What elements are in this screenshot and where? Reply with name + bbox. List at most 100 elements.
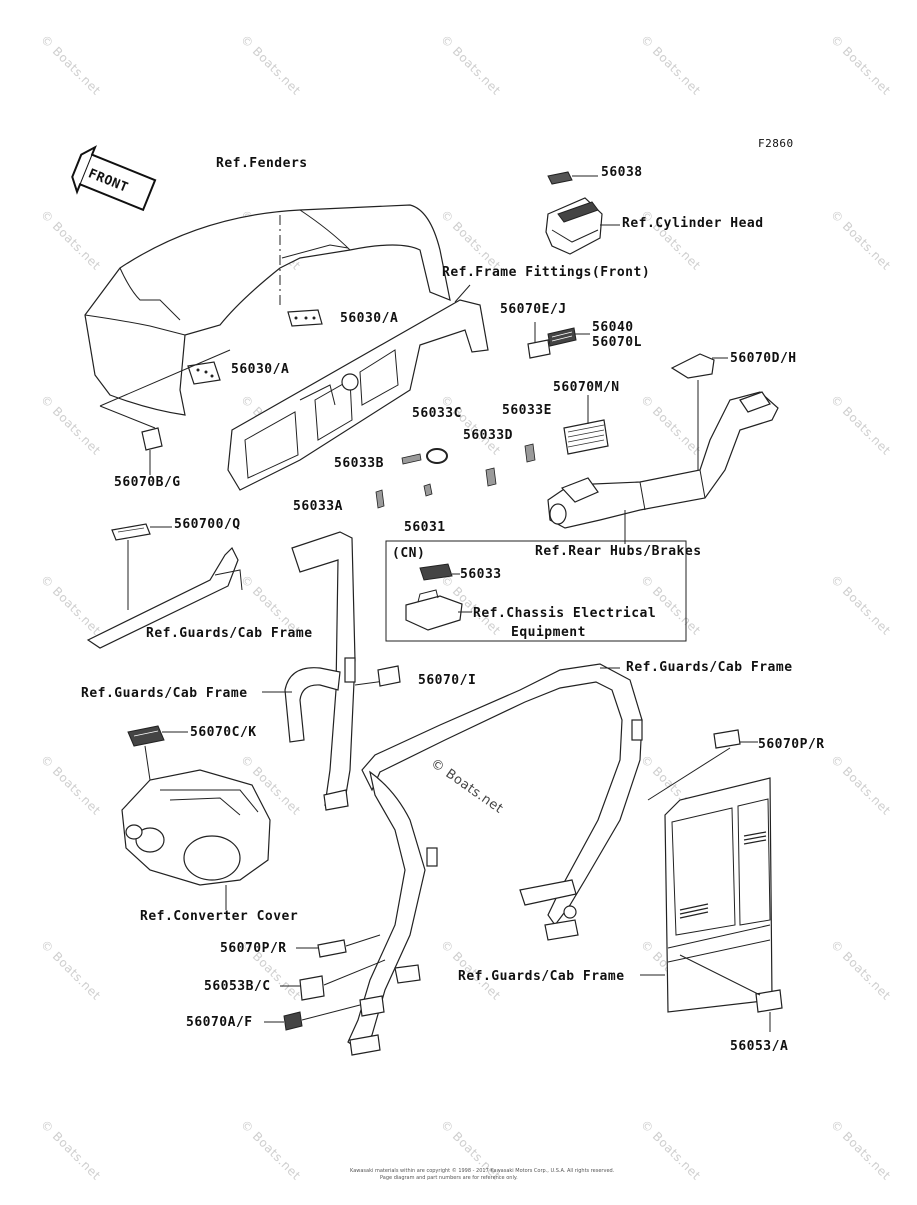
callout-56030a-lower: 56030/A bbox=[231, 362, 289, 377]
callout-56033d: 56033D bbox=[463, 428, 513, 443]
watermark: © Boats.net bbox=[638, 1117, 704, 1183]
callout-56033c: 56033C bbox=[412, 406, 462, 421]
figure-code: F2860 bbox=[758, 137, 794, 150]
watermark: © Boats.net bbox=[38, 32, 104, 98]
decal-56033-cn bbox=[419, 563, 453, 581]
watermark: © Boats.net bbox=[828, 937, 894, 1003]
callout-56070bg: 56070B/G bbox=[114, 475, 181, 490]
callout-56070ej: 56070E/J bbox=[500, 302, 567, 317]
callout-56033a: 56033A bbox=[293, 499, 343, 514]
ref-cylinder-head-label: Ref.Cylinder Head bbox=[622, 216, 764, 231]
watermark: © Boats.net bbox=[38, 392, 104, 458]
callout-56070l: 56070L bbox=[592, 335, 642, 350]
callout-56070pr-upper: 56070P/R bbox=[758, 737, 825, 752]
callout-56070mn: 56070M/N bbox=[553, 380, 620, 395]
watermark: © Boats.net bbox=[828, 207, 894, 273]
callout-560700q: 560700/Q bbox=[174, 517, 241, 532]
decal-56030a-upper bbox=[287, 309, 323, 327]
watermark: © Boats.net bbox=[238, 1117, 304, 1183]
watermark: © Boats.net bbox=[238, 32, 304, 98]
decal-56030a-lower bbox=[187, 361, 221, 385]
watermark: © Boats.net bbox=[828, 1117, 894, 1183]
callout-labels: Ref.Fenders 56038 Ref.Cylinder Head Ref.… bbox=[81, 156, 825, 1054]
ref-chassis-electrical-label-2: Equipment bbox=[511, 625, 586, 640]
callout-56070pr-lower: 56070P/R bbox=[220, 941, 287, 956]
watermark: © Boats.net bbox=[438, 392, 504, 458]
decal-56070mn bbox=[563, 419, 609, 455]
center-watermark-text: © Boats.net bbox=[428, 756, 506, 817]
callout-56070dh: 56070D/H bbox=[730, 351, 797, 366]
ref-guards-cab-frame-label-4: Ref.Guards/Cab Frame bbox=[458, 969, 625, 984]
decal-56070pr-lower bbox=[317, 939, 347, 958]
decal-56053bc bbox=[299, 975, 325, 1001]
callout-56030a-upper: 56030/A bbox=[340, 311, 398, 326]
guard-bracket-illustration bbox=[86, 546, 243, 649]
ref-frame-fittings-label: Ref.Frame Fittings(Front) bbox=[442, 265, 650, 280]
decal-56040 bbox=[547, 327, 577, 347]
decal-56070dh bbox=[670, 353, 715, 379]
label-56033b bbox=[401, 453, 422, 465]
callout-56070ck: 56070C/K bbox=[190, 725, 257, 740]
converter-cover-illustration bbox=[121, 769, 271, 886]
callout-56053bc: 56053B/C bbox=[204, 979, 271, 994]
callout-56053a: 56053/A bbox=[730, 1039, 788, 1054]
roll-bar-illustration bbox=[347, 663, 643, 1056]
callout-56033b: 56033B bbox=[334, 456, 384, 471]
decal-560700q bbox=[111, 523, 151, 541]
watermark: © Boats.net bbox=[638, 572, 704, 638]
label-56033e bbox=[524, 443, 536, 463]
rear-hubs-illustration bbox=[547, 380, 779, 529]
ref-fenders-label: Ref.Fenders bbox=[216, 156, 308, 171]
watermark: © Boats.net bbox=[38, 752, 104, 818]
label-56031 bbox=[423, 483, 433, 497]
watermark: © Boats.net bbox=[438, 207, 504, 273]
cn-region-label: (CN) bbox=[392, 546, 425, 561]
decal-56070af bbox=[283, 1011, 303, 1031]
callout-56040: 56040 bbox=[592, 320, 634, 335]
watermark: © Boats.net bbox=[828, 32, 894, 98]
label-56033d bbox=[485, 467, 497, 487]
label-56033a bbox=[375, 489, 385, 509]
cn-inset-box bbox=[385, 540, 687, 642]
callout-56031: 56031 bbox=[404, 520, 446, 535]
watermark: © Boats.net bbox=[638, 392, 704, 458]
ref-guards-cab-frame-label-1: Ref.Guards/Cab Frame bbox=[146, 626, 313, 641]
decal-56070i bbox=[377, 665, 401, 687]
ref-converter-cover-label: Ref.Converter Cover bbox=[140, 909, 298, 924]
watermark: © Boats.net bbox=[438, 32, 504, 98]
decal-56038 bbox=[547, 171, 573, 185]
watermark: © Boats.net bbox=[38, 1117, 104, 1183]
fender-illustration bbox=[84, 204, 451, 416]
label-56033c-ring bbox=[426, 448, 448, 464]
cab-panel-illustration bbox=[664, 777, 773, 1013]
watermark: © Boats.net bbox=[638, 32, 704, 98]
center-watermark: © Boats.net bbox=[428, 756, 506, 817]
callout-56070af: 56070A/F bbox=[186, 1015, 253, 1030]
decal-56070pr-upper bbox=[713, 729, 741, 749]
callout-56033: 56033 bbox=[460, 567, 502, 582]
ref-chassis-electrical-label: Ref.Chassis Electrical bbox=[473, 606, 656, 621]
watermark: © Boats.net bbox=[38, 937, 104, 1003]
decal-56070ck bbox=[127, 725, 165, 747]
callout-56070i: 56070/I bbox=[418, 673, 476, 688]
copyright-footer: Kawasaki materials within are copyright … bbox=[350, 1167, 615, 1174]
ref-rear-hubs-label: Ref.Rear Hubs/Brakes bbox=[535, 544, 702, 559]
decal-56070ej bbox=[527, 339, 551, 359]
watermark: © Boats.net bbox=[828, 752, 894, 818]
callout-56033e: 56033E bbox=[502, 403, 552, 418]
decal-56070bg bbox=[141, 427, 163, 451]
ref-guards-cab-frame-label-2: Ref.Guards/Cab Frame bbox=[626, 660, 793, 675]
vent-grille bbox=[679, 831, 767, 919]
callout-56038: 56038 bbox=[601, 165, 643, 180]
watermark: © Boats.net bbox=[38, 207, 104, 273]
ref-guards-cab-frame-label-3: Ref.Guards/Cab Frame bbox=[81, 686, 248, 701]
watermark: © Boats.net bbox=[38, 572, 104, 638]
watermark: © Boats.net bbox=[828, 392, 894, 458]
front-arrow-icon: FRONT bbox=[71, 145, 157, 212]
frame-fittings-illustration bbox=[227, 284, 489, 491]
cylinder-head-illustration bbox=[545, 197, 603, 255]
watermark: © Boats.net bbox=[828, 572, 894, 638]
guard-frame-left-illustration bbox=[284, 531, 356, 811]
